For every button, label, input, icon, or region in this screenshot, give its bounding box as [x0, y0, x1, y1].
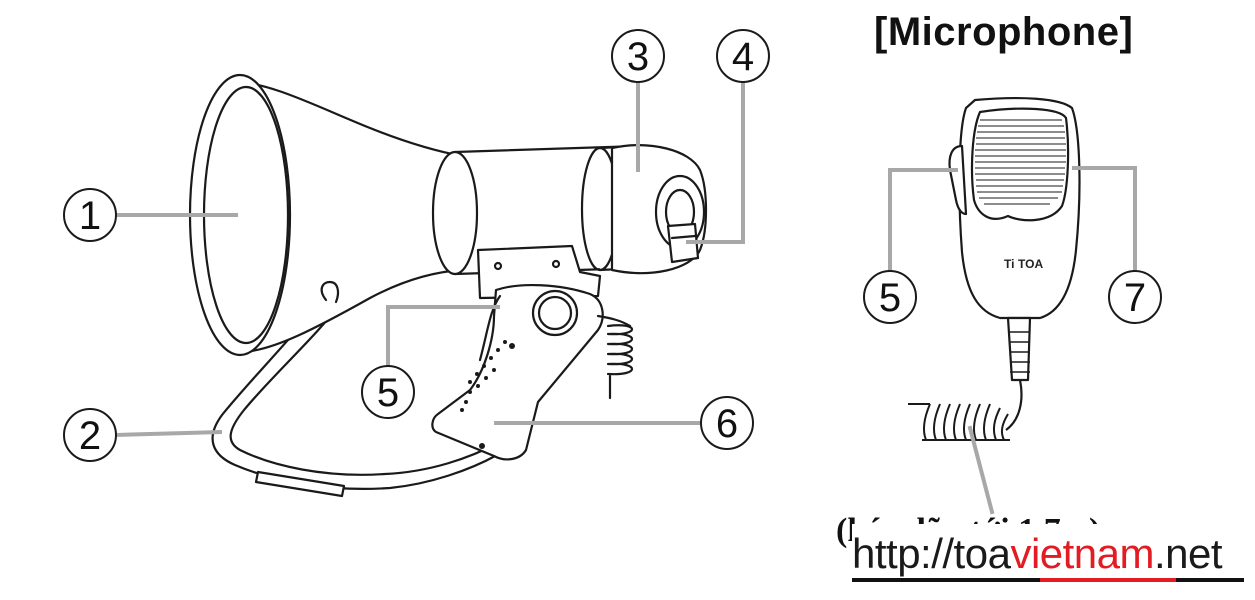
svg-text:5: 5	[377, 371, 399, 415]
watermark: http://toavietnam.net	[852, 524, 1244, 588]
mount-bracket	[476, 244, 602, 300]
microphone-illustration: Ti TOA	[908, 97, 1081, 441]
callout-5-megaphone: 5	[361, 365, 415, 419]
mic-coil-cord	[908, 403, 1010, 441]
watermark-part2: vietnam	[1010, 530, 1155, 577]
grip-texture	[460, 340, 515, 449]
megaphone-coil-cord	[596, 314, 633, 400]
leader-4	[686, 80, 745, 244]
callout-4: 4	[716, 29, 770, 83]
watermark-part3: .net	[1154, 530, 1223, 577]
callout-6: 6	[700, 396, 754, 450]
megaphone-illustration	[188, 73, 708, 498]
callout-3: 3	[611, 29, 665, 83]
svg-text:Ti: Ti	[1004, 257, 1014, 271]
svg-text:5: 5	[879, 276, 901, 320]
watermark-text: http://toavietnam.net	[852, 530, 1223, 578]
mic-strain-relief	[1006, 316, 1032, 382]
leader-7	[1072, 166, 1137, 272]
svg-text:4: 4	[732, 35, 754, 79]
leader-cord	[967, 425, 995, 515]
watermark-underline-red	[1040, 578, 1176, 582]
watermark-underline-black	[852, 578, 1040, 582]
callout-5-mic: 5	[863, 270, 917, 324]
leader-5-megaphone	[386, 305, 500, 368]
microphone-title: [Microphone]	[874, 10, 1134, 54]
callouts: 1 2 3 4 5 6 5 7	[63, 29, 1162, 462]
mic-talk-switch	[948, 144, 968, 216]
callout-7: 7	[1108, 270, 1162, 324]
svg-text:3: 3	[627, 35, 649, 79]
body-cylinder	[431, 144, 642, 276]
leader-5-mic	[888, 168, 958, 272]
svg-text:7: 7	[1124, 276, 1146, 320]
watermark-underline-black-end	[1176, 578, 1244, 582]
svg-text:1: 1	[79, 194, 101, 238]
leader-2	[113, 429, 223, 438]
leader-lines	[113, 80, 1137, 515]
callout-1: 1	[63, 188, 117, 242]
mic-connector	[666, 222, 700, 264]
svg-text:6: 6	[716, 402, 738, 446]
grille-lines	[975, 119, 1066, 205]
svg-text:2: 2	[79, 414, 101, 458]
mic-brand: TOA	[1018, 257, 1043, 271]
watermark-part1: http://toa	[852, 530, 1011, 577]
trigger-knob	[531, 289, 579, 337]
callout-2: 2	[63, 408, 117, 462]
strap-ring	[320, 280, 340, 304]
